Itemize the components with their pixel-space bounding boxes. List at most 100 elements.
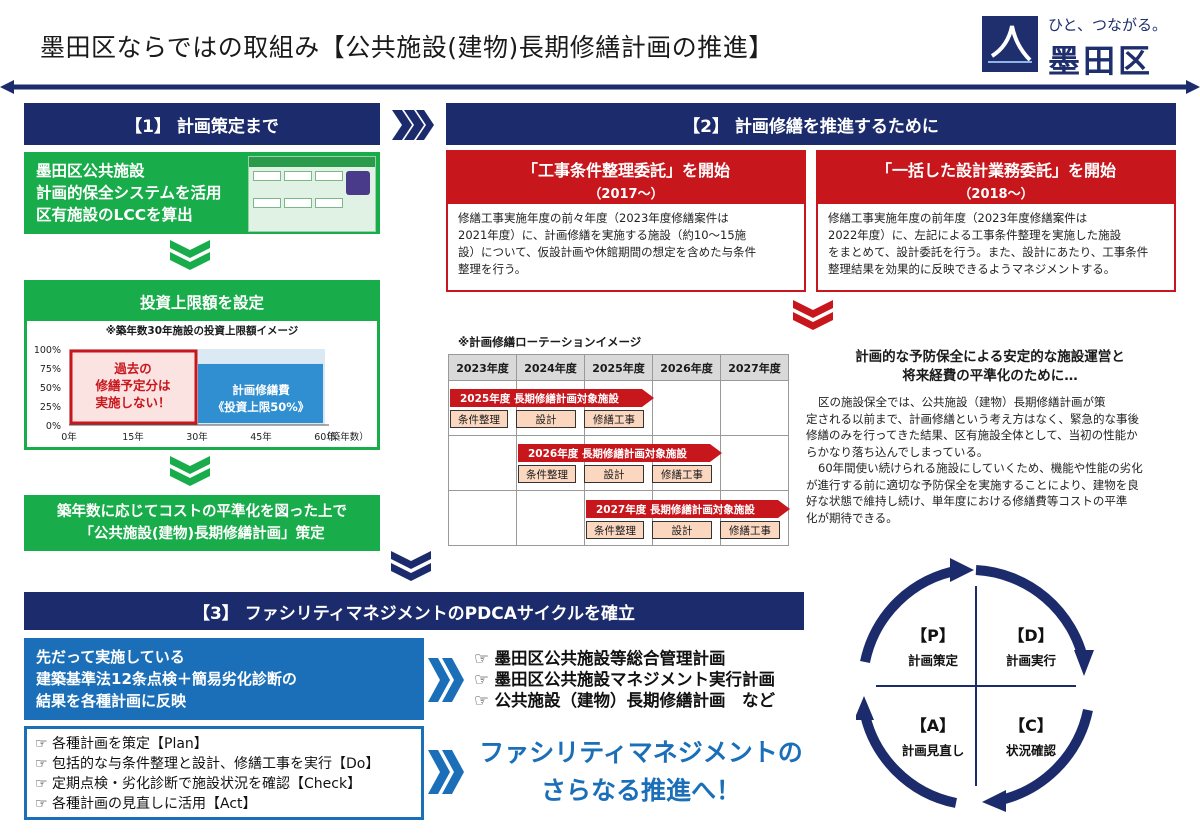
chart-x-tick: 0年 — [61, 431, 77, 443]
pdca-item: ☞ 包括的な与条件整理と設計、修繕工事を実行【Do】 — [35, 756, 380, 772]
chart-y-tick: 0% — [46, 421, 61, 432]
plan-item: ☞ 墨田区公共施設マネジメント実行計画 — [474, 670, 776, 689]
chevrons-down-icon — [170, 456, 210, 486]
pdca-check: 【C】 状況確認 — [994, 712, 1068, 759]
chevrons-down-icon — [170, 240, 210, 270]
pdca-item: ☞ 各種計画を策定【Plan】 — [35, 736, 208, 752]
year-header: 2023年度 — [448, 354, 517, 381]
aim-line: 化が期待できる。 — [806, 510, 898, 525]
header-divider — [0, 80, 1200, 94]
rotation-step: 設計 — [652, 521, 712, 539]
chevrons-right-icon — [392, 110, 434, 140]
slogan: ファシリティマネジメントの さらなる推進へ！ — [476, 734, 806, 810]
chevrons-right-icon — [428, 750, 464, 794]
section3-heading: 【3】 ファシリティマネジメントのPDCAサイクルを確立 — [24, 592, 804, 630]
invest-cap-title: 投資上限額を設定 — [27, 283, 377, 321]
invest-cap-panel: 投資上限額を設定 ※築年数30年施設の投資上限額イメージ 過去の修繕予定分は実施… — [24, 280, 380, 450]
chart-data-label: 実施しない！ — [95, 395, 170, 410]
rotation-bar: 2025年度 長期修繕計画対象施設 — [450, 389, 654, 407]
sumida-logo: ひと、つながる。 墨田区 — [982, 14, 1182, 80]
aim-line: 区の施設保全では、公共施設（建物）長期修繕計画が策 — [818, 395, 1106, 409]
inspection-box: 先だって実施している 建築基準法12条点検＋簡易劣化診断の 結果を各種計画に反映 — [24, 638, 424, 720]
plan-item: ☞ 公共施設（建物）長期修繕計画 など — [474, 691, 776, 710]
condition-line: 設）について、仮設計画や休館期間の想定を含めた与条件 — [458, 245, 757, 259]
pdca-act: 【A】 計画見直し — [890, 712, 976, 759]
year-header: 2027年度 — [720, 354, 789, 381]
pdca-label: 計画実行 — [1005, 653, 1056, 668]
chart-bar — [198, 363, 323, 423]
design-title: 「一括した設計業務委託」を開始 — [875, 161, 1116, 180]
logo-tagline: ひと、つながる。 — [1048, 16, 1167, 34]
section1-heading: 【1】 計画策定まで — [24, 103, 380, 145]
condition-line: 2021年度）に、計画修繕を実施する施設（約10～15施 — [458, 228, 747, 242]
inspection-line: 建築基準法12条点検＋簡易劣化診断の — [36, 670, 297, 688]
chart-x-label: （築年数） — [321, 431, 369, 443]
rotation-step: 条件整理 — [450, 410, 508, 428]
design-box: 「一括した設計業務委託」を開始 （2018～） 修繕工事実施年度の前年度（202… — [816, 150, 1176, 292]
pdca-do: 【D】 計画実行 — [994, 622, 1068, 669]
aim-line: 好な状態で維持し続け、単年度における修繕費等コストの平準 — [806, 494, 1128, 508]
system-screenshot — [248, 156, 376, 232]
aim-line: が進行する前に適切な予防保全を実施することにより、建物を良 — [806, 477, 1139, 492]
chart-x-tick: 15年 — [122, 431, 144, 443]
condition-year: （2017～） — [588, 187, 664, 202]
rotation-bar: 2026年度 長期修繕計画対象施設 — [518, 444, 722, 462]
aim-body: 区の施設保全では、公共施設（建物）長期修繕計画が策 定される以前まで、計画修繕と… — [806, 394, 1180, 526]
rotation-step: 設計 — [584, 465, 644, 483]
lcc-line: 区有施設のLCCを算出 — [36, 206, 193, 224]
chart-x-tick: 60年 — [314, 431, 336, 443]
pdca-label: 計画策定 — [907, 653, 958, 668]
pdca-label: 計画見直し — [901, 743, 965, 758]
year-header: 2025年度 — [584, 354, 653, 381]
pdca-item: ☞ 定期点検・劣化診断で施設状況を確認【Check】 — [35, 776, 362, 792]
rotation-step: 条件整理 — [586, 521, 644, 539]
chart-data-label: 過去の — [113, 361, 152, 376]
inspection-line: 先だって実施している — [36, 648, 185, 666]
rotation-step: 設計 — [516, 410, 576, 428]
pdca-item: ☞ 各種計画の見直しに活用【Act】 — [35, 796, 257, 812]
aim-line: 修繕のみを行ってきた結果、区有施設全体として、当初の性能か — [806, 428, 1138, 442]
chart-data-label: 《投資上限50%》 — [213, 400, 310, 414]
logo-name: 墨田区 — [1048, 42, 1154, 80]
chart-x-tick: 30年 — [186, 431, 208, 443]
design-line: 整理結果を効果的に反映できるようマネジメントする。 — [828, 262, 1116, 276]
rotation-step: 修繕工事 — [584, 410, 644, 428]
pdca-plan: 【P】 計画策定 — [896, 622, 970, 669]
chevrons-down-icon — [391, 551, 431, 581]
pdca-key: 【A】 — [910, 716, 956, 735]
chart-data-label: 計画修繕費 — [232, 383, 290, 397]
aim-title-line: 計画的な予防保全による安定的な施設運営と — [855, 349, 1125, 365]
plan-list: ☞ 墨田区公共施設等総合管理計画 ☞ 墨田区公共施設マネジメント実行計画 ☞ 公… — [474, 648, 775, 711]
condition-title: 「工事条件整理委託」を開始 — [521, 161, 730, 180]
result-line: 築年数に応じてコストの平準化を図った上で — [57, 504, 347, 520]
slogan-line: ファシリティマネジメントの — [479, 738, 803, 767]
design-year: （2018～） — [958, 187, 1034, 202]
logo-mark-icon — [982, 16, 1038, 72]
pdca-key: 【C】 — [1009, 716, 1053, 735]
chart-bar — [69, 349, 198, 425]
slogan-line: さらなる推進へ！ — [540, 776, 741, 805]
condition-box: 「工事条件整理委託」を開始 （2017～） 修繕工事実施年度の前々年度（2023… — [446, 150, 806, 292]
aim-line: 60年間使い続けられる施設にしていくため、機能や性能の劣化 — [818, 461, 1143, 475]
design-line: 修繕工事実施年度の前年度（2023年度修繕案件は — [828, 211, 1088, 225]
rotation-title: ※計画修繕ローテーションイメージ — [458, 335, 642, 349]
design-line: をまとめて、設計委託を行う。また、設計にあたり、工事条件 — [828, 245, 1149, 259]
pdca-cycle-diagram — [856, 558, 1094, 812]
aim-title: 計画的な予防保全による安定的な施設運営と 将来経費の平準化のために… — [800, 348, 1180, 386]
rotation-step: 修繕工事 — [720, 521, 780, 539]
pdca-key: 【D】 — [1008, 626, 1054, 645]
condition-line: 修繕工事実施年度の前々年度（2023年度修繕案件は — [458, 211, 729, 225]
pdca-key: 【P】 — [911, 626, 955, 645]
aim-line: 定される以前まで、計画修繕という考え方はなく、緊急的な事後 — [806, 411, 1140, 426]
lcc-line: 計画的保全システムを活用 — [36, 184, 222, 202]
aim-line: らかなり落ち込んでしまっている。 — [806, 444, 989, 459]
page-title: 墨田区ならではの取組み【公共施設(建物)長期修繕計画の推進】 — [40, 33, 774, 62]
condition-line: 整理を行う。 — [458, 262, 527, 276]
rotation-step: 修繕工事 — [652, 465, 712, 483]
chart-y-tick: 75% — [40, 364, 61, 375]
chevrons-down-icon — [793, 300, 833, 330]
lcc-line: 墨田区公共施設 — [36, 162, 145, 180]
chart-y-tick: 100% — [34, 345, 61, 356]
ltrp-result-box: 築年数に応じてコストの平準化を図った上で 「公共施設(建物)長期修繕計画」策定 — [24, 495, 380, 551]
plan-item: ☞ 墨田区公共施設等総合管理計画 — [474, 649, 726, 668]
